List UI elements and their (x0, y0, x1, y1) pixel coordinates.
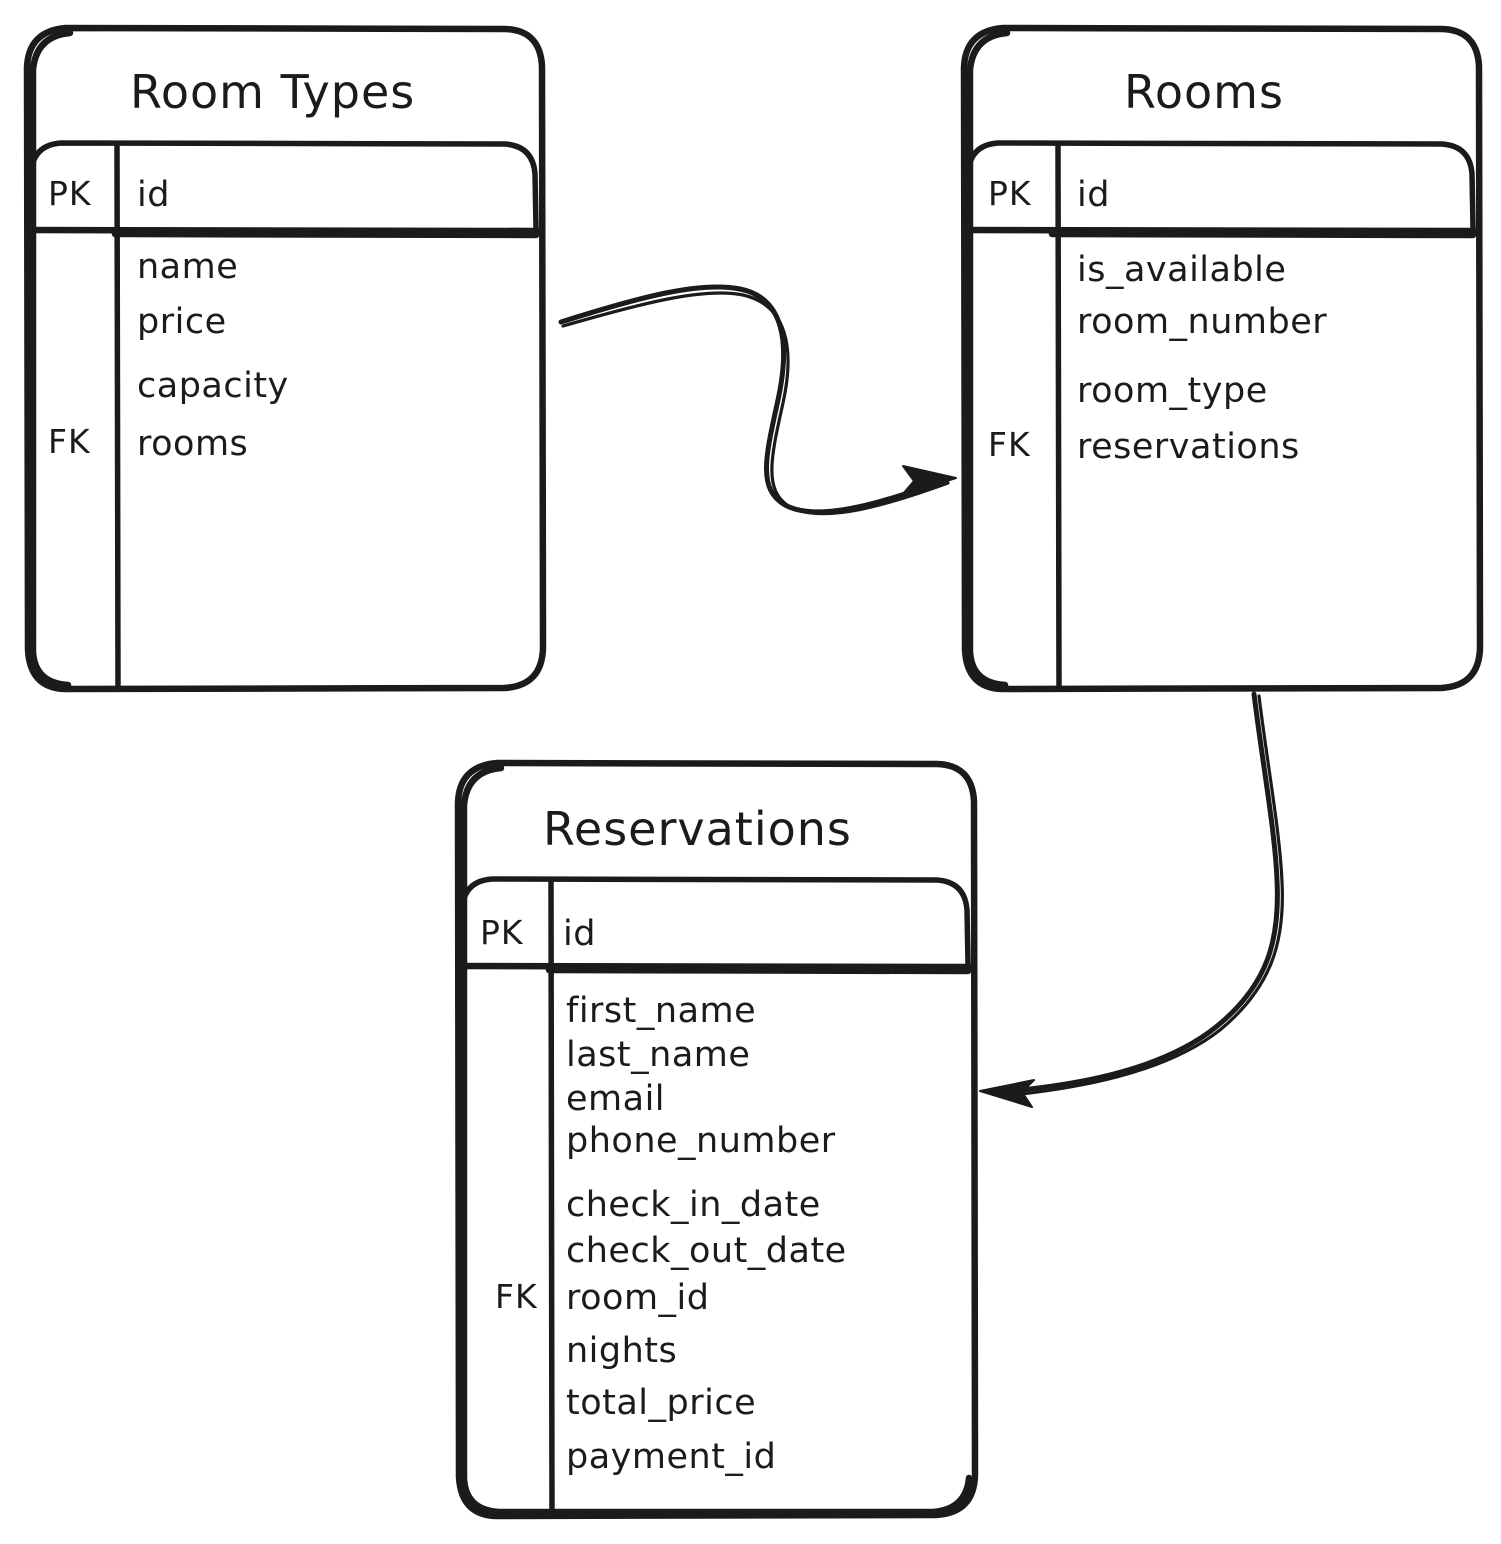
room-types-pk-separator-sketch (111, 230, 540, 239)
reservations-field-0: first_name (566, 991, 756, 1031)
reservations-field-6: room_id (566, 1278, 709, 1318)
room-types-pk-field: id (137, 175, 170, 215)
rooms-field-1: room_number (1077, 302, 1327, 342)
reservations-field-8: total_price (566, 1383, 756, 1423)
rel-rooms-reservations-line (997, 691, 1280, 1095)
relationship-rooms-to-reservations[interactable] (979, 691, 1284, 1108)
rel-rooms-reservations-arrowhead (979, 1079, 1035, 1108)
room-types-pk-label: PK (48, 174, 92, 213)
rooms-pk-label: PK (988, 174, 1032, 213)
reservations-pk-separator-sketch (545, 966, 972, 975)
room-types-field-2: capacity (137, 366, 289, 406)
reservations-card-border-sketch (460, 764, 973, 1516)
rooms-field-0: is_available (1077, 250, 1286, 290)
reservations-fk-label: FK (495, 1277, 538, 1316)
rooms-field-3: reservations (1077, 427, 1300, 467)
rel-roomtypes-rooms-line-sketch (561, 291, 950, 516)
rooms-card-border-sketch (966, 29, 1011, 689)
room-types-field-3: rooms (137, 424, 248, 464)
reservations-field-1: last_name (566, 1035, 750, 1075)
room-types-title: Room Types (130, 65, 415, 119)
rel-roomtypes-rooms-arrowhead (901, 465, 957, 496)
room-types-inner-panel (28, 140, 539, 230)
reservations-field-4: check_in_date (566, 1185, 821, 1225)
entity-room-types[interactable]: Room Types PK id name price capacity roo… (23, 24, 547, 693)
room-types-pk-separator (24, 226, 545, 235)
rooms-title: Rooms (1124, 65, 1284, 119)
reservations-pk-field: id (563, 914, 596, 954)
reservations-pk-separator (455, 962, 976, 971)
rooms-pk-field: id (1077, 175, 1110, 215)
reservations-column-divider (548, 879, 555, 1519)
reservations-inner-panel (459, 876, 971, 966)
rooms-field-2: room_type (1077, 371, 1268, 411)
reservations-field-3: phone_number (566, 1121, 836, 1161)
rooms-fk-label: FK (988, 425, 1031, 464)
rooms-card-border (960, 24, 1484, 693)
rooms-column-divider (1055, 143, 1062, 692)
reservations-field-2: email (566, 1079, 665, 1119)
reservations-card-border (454, 759, 979, 1520)
reservations-title: Reservations (543, 802, 852, 856)
reservations-field-5: check_out_date (566, 1231, 847, 1271)
relationship-room-types-to-rooms[interactable] (558, 284, 957, 516)
rel-roomtypes-rooms-line (558, 284, 948, 515)
rooms-inner-panel (965, 140, 1476, 230)
reservations-pk-label: PK (480, 913, 524, 952)
rooms-pk-separator (961, 226, 1482, 235)
entity-rooms[interactable]: Rooms PK id is_available room_number roo… (960, 24, 1484, 693)
reservations-field-7: nights (566, 1331, 677, 1371)
entity-reservations[interactable]: Reservations PK id first_name last_name … (454, 759, 979, 1520)
rooms-pk-separator-sketch (1048, 230, 1477, 239)
reservations-field-9: payment_id (566, 1437, 776, 1477)
rel-rooms-reservations-line-sketch (1001, 694, 1284, 1098)
room-types-field-0: name (137, 247, 238, 287)
room-types-column-divider (114, 143, 121, 692)
room-types-card-border-sketch (29, 29, 74, 689)
room-types-fk-label: FK (48, 422, 91, 461)
room-types-card-border (23, 24, 547, 693)
room-types-field-1: price (137, 302, 227, 342)
